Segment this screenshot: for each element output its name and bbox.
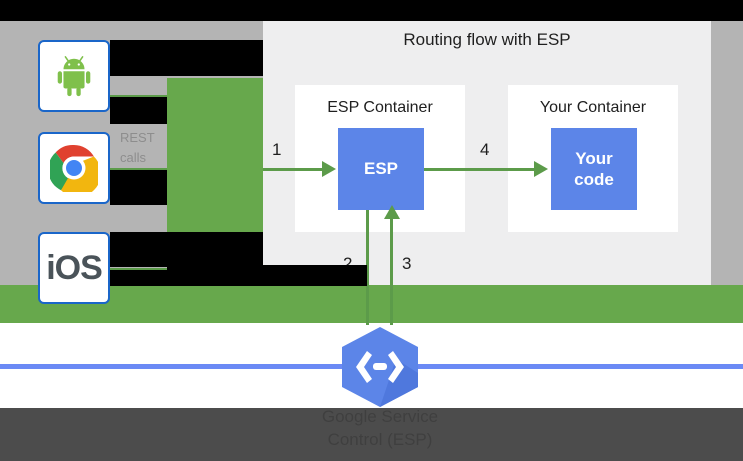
green-horizontal-band (0, 285, 743, 323)
occlusion-block-3 (110, 170, 167, 205)
ios-label: iOS (46, 248, 103, 287)
client-icon-ios[interactable]: iOS (38, 232, 110, 304)
arrow-3-head (384, 205, 400, 219)
client-icon-android[interactable] (38, 40, 110, 112)
occlusion-block-7 (263, 265, 367, 286)
your-code-node[interactable]: Your code (551, 128, 637, 210)
arrow-1-head (322, 161, 336, 177)
connector-ios (110, 268, 168, 271)
panel-title: Routing flow with ESP (403, 30, 571, 49)
step-number-2: 2 (343, 254, 353, 273)
step-number-3: 3 (402, 254, 412, 273)
occlusion-block-8 (555, 0, 743, 21)
step-number-4: 4 (480, 140, 490, 159)
android-icon (57, 56, 91, 97)
chrome-icon (50, 144, 98, 192)
connector-chrome (110, 168, 168, 171)
esp-node[interactable]: ESP (338, 128, 424, 210)
esp-node-label: ESP (363, 159, 399, 179)
arrow-4-line (424, 168, 537, 171)
occlusion-block-4 (110, 232, 263, 267)
your-code-node-label: Your code (574, 148, 614, 189)
occlusion-block-6 (167, 263, 263, 286)
step-number-1: 1 (272, 140, 282, 159)
bottom-dark-overlay (0, 408, 743, 461)
arrow-3-line (390, 210, 393, 325)
esp-container-label: ESP Container (327, 99, 433, 116)
client-link-label: REST calls (120, 130, 155, 165)
arrow-4-head (534, 161, 548, 177)
google-endpoints-icon[interactable] (340, 325, 420, 409)
occlusion-block-1 (110, 40, 263, 76)
arrow-2-line (366, 210, 369, 325)
occlusion-block-2 (110, 97, 167, 124)
connector-android (110, 95, 168, 98)
hexagon-code-icon (342, 327, 418, 407)
arrow-1-line (263, 168, 325, 171)
right-grey-background (711, 21, 743, 285)
client-icon-chrome[interactable] (38, 132, 110, 204)
your-container-label: Your Container (539, 99, 647, 116)
